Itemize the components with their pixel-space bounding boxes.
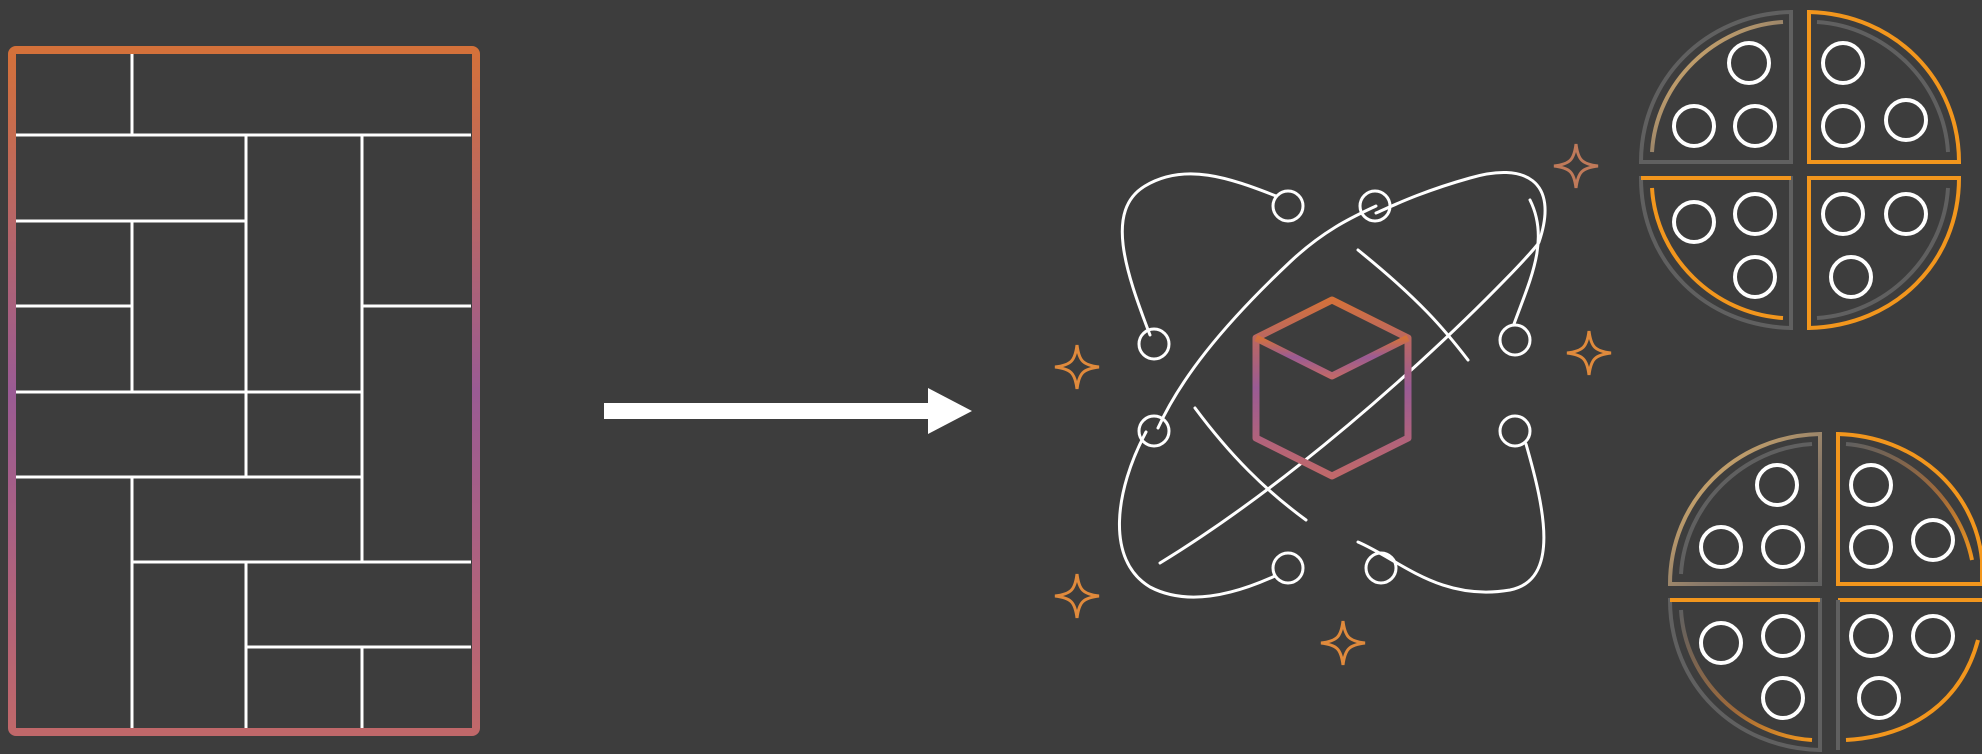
partitioned-circle-icon [1667, 431, 1982, 753]
cube-icon [1252, 296, 1412, 480]
tiled-grid-diagram [14, 52, 471, 730]
grid-frame [8, 46, 480, 736]
atom-cube-icon [1053, 142, 1613, 667]
right-arrow-icon [604, 388, 972, 434]
sparkle-icon [1053, 343, 1101, 391]
partitioned-circle-icon [1638, 9, 1962, 331]
sparkle-icon [1319, 619, 1367, 667]
sparkle-icon [1053, 572, 1101, 620]
sparkle-icon [1552, 142, 1600, 190]
sparkle-icon [1565, 329, 1613, 377]
